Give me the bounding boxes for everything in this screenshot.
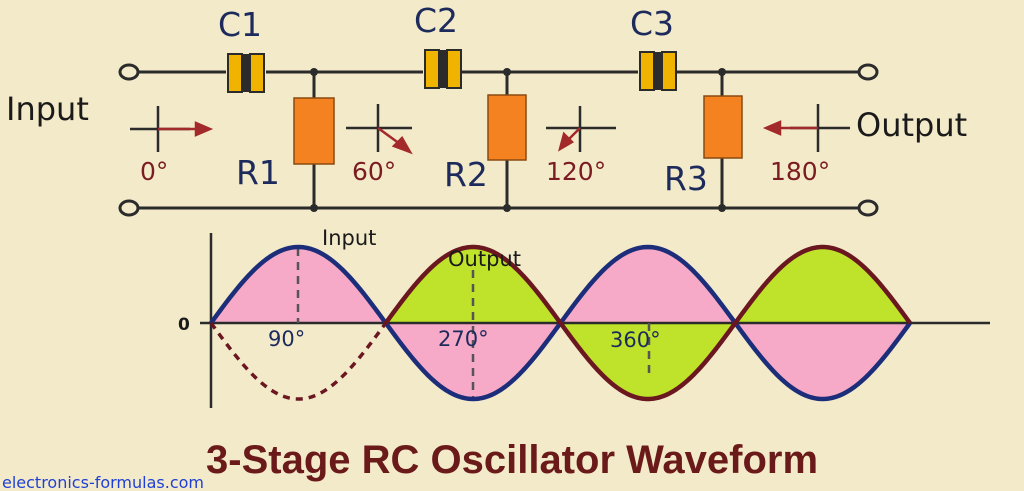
output-wave-line [383, 244, 912, 402]
r1-label: R1 [236, 153, 280, 192]
phasor-120-arrowhead [558, 131, 575, 152]
angle-label-360: 360° [610, 328, 661, 352]
r2-label: R2 [444, 155, 488, 194]
input-label: Input [6, 90, 89, 128]
circuit [137, 70, 860, 210]
input-lobe-fill [560, 247, 736, 323]
terminals [118, 63, 879, 217]
resistor-r3 [703, 95, 743, 159]
r3-label: R3 [664, 159, 708, 198]
junction-dot [310, 68, 318, 76]
c3-label: C3 [630, 4, 674, 43]
zero-label: 0 [178, 315, 190, 335]
waveform-curves [209, 244, 912, 402]
junction-dot [718, 68, 726, 76]
output-label: Output [856, 106, 967, 144]
phasor-0-arrowhead [194, 121, 214, 137]
input-terminal-top [118, 63, 140, 81]
resistor-r1 [293, 97, 335, 165]
input-lobe-fill [211, 247, 386, 323]
junctions [310, 68, 726, 212]
phase-label-60: 60° [352, 157, 396, 186]
input-terminal-bottom [118, 199, 140, 217]
phasor-120-arrow [567, 127, 581, 141]
capacitor-c2 [424, 49, 462, 89]
junction-dot [503, 204, 511, 212]
phasor-arrows [158, 120, 818, 155]
c2-label: C2 [414, 1, 458, 40]
input-lobe-fill [735, 323, 910, 399]
phase-label-120: 120° [546, 157, 606, 186]
resistor-r2 [487, 94, 527, 161]
capacitor-c1 [227, 53, 265, 93]
c1-label: C1 [218, 5, 262, 44]
phasor-60-arrow [377, 126, 401, 146]
junction-dot [310, 204, 318, 212]
phase-label-0: 0° [140, 157, 168, 186]
output-lobe-fill [560, 323, 736, 399]
capacitor-c3 [639, 51, 677, 91]
wave-output-label: Output [448, 247, 521, 271]
phasor-180-arrowhead [762, 120, 782, 136]
output-lobe-fill [735, 247, 910, 323]
output-terminal-bottom [857, 199, 879, 217]
output-wave-dashed [209, 321, 388, 401]
phase-label-180: 180° [770, 157, 830, 186]
waveform: 0 Input Output 90° 270° 360° [178, 226, 990, 408]
angle-label-90: 90° [268, 327, 305, 351]
watermark: electronics-formulas.com [2, 473, 204, 491]
angle-label-270: 270° [438, 327, 489, 351]
junction-dot [718, 204, 726, 212]
junction-dot [503, 68, 511, 76]
output-terminal-top [857, 63, 879, 81]
phasor-60-arrowhead [391, 135, 413, 155]
wave-input-label: Input [322, 226, 376, 250]
figure-title: 3-Stage RC Oscillator Waveform [206, 438, 818, 482]
